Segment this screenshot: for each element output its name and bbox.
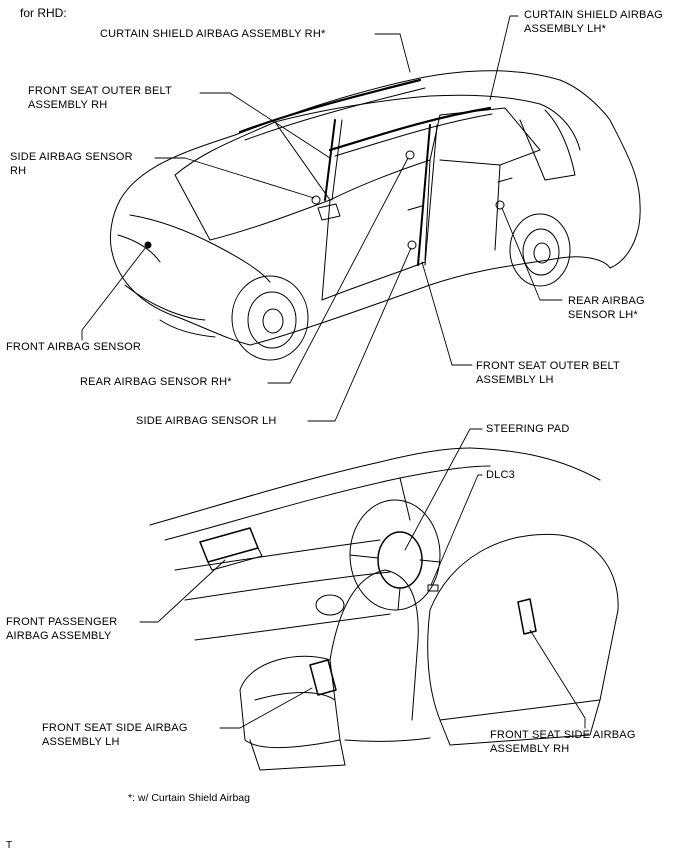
label-side-airbag-sensor-rh: SIDE AIRBAG SENSOR RH <box>10 150 133 178</box>
leader-lines <box>81 15 586 729</box>
interior-drawing <box>149 447 619 771</box>
label-front-airbag-sensor: FRONT AIRBAG SENSOR <box>6 341 142 353</box>
vehicle-drawing <box>109 70 641 361</box>
label-curtain-airbag-lh-line2: ASSEMBLY LH* <box>524 23 607 35</box>
label-side-airbag-sensor-rh-line1: SIDE AIRBAG SENSOR <box>10 151 133 163</box>
label-rear-airbag-sensor-rh: REAR AIRBAG SENSOR RH* <box>80 376 232 388</box>
label-rear-airbag-sensor-lh-line2: SENSOR LH* <box>568 309 638 321</box>
label-front-seat-belt-rh-line2: ASSEMBLY RH <box>28 99 108 111</box>
label-front-seat-side-airbag-lh-line2: ASSEMBLY LH <box>42 736 120 748</box>
label-front-passenger-airbag-line1: FRONT PASSENGER <box>6 616 118 628</box>
label-front-seat-side-airbag-rh-line2: ASSEMBLY RH <box>490 743 570 755</box>
label-rear-airbag-sensor-lh-line1: REAR AIRBAG <box>568 295 645 307</box>
label-front-seat-belt-lh-line2: ASSEMBLY LH <box>476 374 554 386</box>
label-front-seat-belt-lh-line1: FRONT SEAT OUTER BELT <box>476 360 620 372</box>
label-front-seat-side-airbag-rh: FRONT SEAT SIDE AIRBAG ASSEMBLY RH <box>490 728 636 756</box>
label-side-airbag-sensor-rh-line2: RH <box>10 165 27 177</box>
label-side-airbag-sensor-lh: SIDE AIRBAG SENSOR LH <box>136 415 277 427</box>
diagram-header: for RHD: <box>20 6 67 20</box>
label-front-seat-belt-rh-line1: FRONT SEAT OUTER BELT <box>28 85 172 97</box>
footnote: *: w/ Curtain Shield Airbag <box>128 792 250 804</box>
label-curtain-airbag-lh-line1: CURTAIN SHIELD AIRBAG <box>524 9 663 21</box>
label-front-seat-side-airbag-lh-line1: FRONT SEAT SIDE AIRBAG <box>42 722 188 734</box>
label-front-passenger-airbag-line2: AIRBAG ASSEMBLY <box>6 630 112 642</box>
label-front-seat-side-airbag-lh: FRONT SEAT SIDE AIRBAG ASSEMBLY LH <box>42 721 188 749</box>
label-front-seat-side-airbag-rh-line1: FRONT SEAT SIDE AIRBAG <box>490 729 636 741</box>
label-dlc3: DLC3 <box>486 469 515 481</box>
label-front-seat-belt-rh: FRONT SEAT OUTER BELT ASSEMBLY RH <box>28 84 172 112</box>
label-steering-pad: STEERING PAD <box>486 423 570 435</box>
corner-code: T <box>6 840 13 851</box>
label-curtain-airbag-rh: CURTAIN SHIELD AIRBAG ASSEMBLY RH* <box>100 28 326 40</box>
label-curtain-airbag-lh: CURTAIN SHIELD AIRBAG ASSEMBLY LH* <box>524 8 663 36</box>
label-front-passenger-airbag: FRONT PASSENGER AIRBAG ASSEMBLY <box>6 615 117 643</box>
label-front-seat-belt-lh: FRONT SEAT OUTER BELT ASSEMBLY LH <box>476 359 620 387</box>
label-rear-airbag-sensor-lh: REAR AIRBAG SENSOR LH* <box>568 294 645 322</box>
